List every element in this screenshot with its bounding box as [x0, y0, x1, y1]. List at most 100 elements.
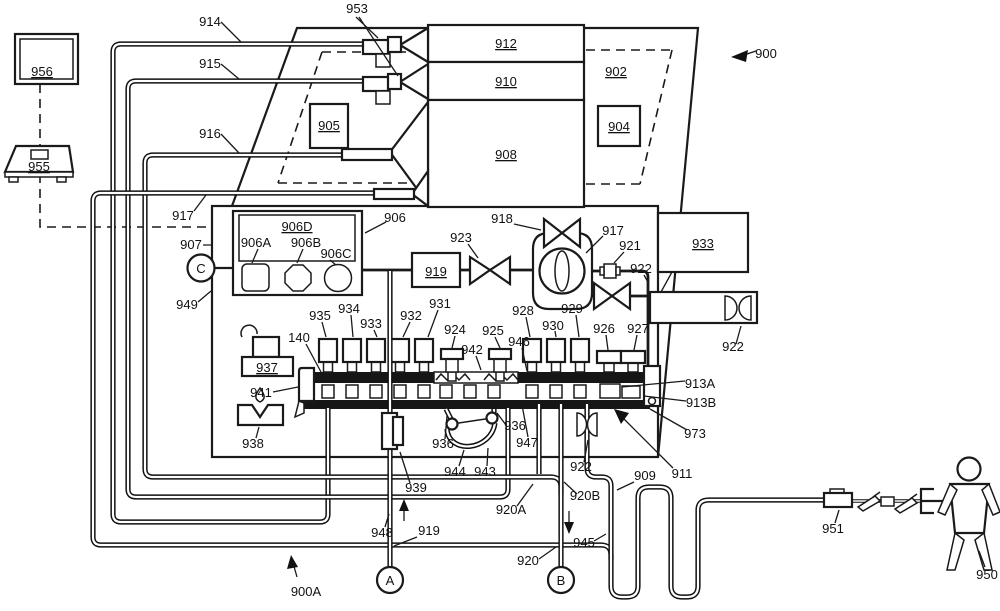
- manifold-endcap-left-941: [297, 366, 316, 403]
- hanger-base: [240, 355, 295, 378]
- label-908: 908: [495, 147, 517, 162]
- air-detector-922: [576, 412, 598, 437]
- patient-arm-left: [937, 482, 958, 516]
- valve-925: [487, 347, 513, 361]
- reference-labels: 914 915 916 917 907 949 953 900 900A 956…: [28, 1, 998, 599]
- label-917-line: 917: [172, 208, 194, 223]
- label-919-box: 919: [425, 264, 447, 279]
- box-910: [426, 60, 586, 102]
- label-948: 948: [371, 525, 393, 540]
- connector-951: [822, 488, 854, 509]
- arrow-900-icon: [731, 50, 748, 62]
- pump-lines: [362, 268, 650, 366]
- valve-932: [389, 337, 411, 364]
- inlet-funnels: [388, 26, 430, 209]
- label-920: 920: [517, 553, 539, 568]
- arrow-down-icon: [564, 522, 574, 534]
- label-936-right: 936: [504, 418, 526, 433]
- remote-monitor: [13, 32, 80, 86]
- funnel-908-upper: [388, 98, 430, 208]
- hanger-hook-icon: [240, 324, 258, 338]
- label-942: 942: [461, 342, 483, 357]
- label-906a: 906A: [241, 235, 272, 250]
- label-919-line: 919: [418, 523, 440, 538]
- label-922-detector: 922: [570, 459, 592, 474]
- scale-foot-left: [8, 176, 19, 183]
- box-933-group: [648, 211, 759, 325]
- plunger-valves: [439, 347, 513, 382]
- label-929: 929: [561, 301, 583, 316]
- label-906c: 906C: [320, 246, 351, 261]
- detector-lens-right-icon: [738, 295, 752, 321]
- label-947: 947: [516, 435, 538, 450]
- funnel-908-lower: [410, 167, 430, 209]
- port-c-circle: [186, 253, 216, 283]
- box-919: [410, 251, 462, 289]
- hanger-neck: [251, 335, 281, 359]
- funnel-910: [397, 61, 430, 101]
- detector-lens-left-icon: [724, 295, 738, 321]
- label-955: 955: [28, 159, 50, 174]
- module-913a: [599, 383, 621, 399]
- patient-head: [956, 456, 982, 482]
- tubing: [90, 41, 921, 600]
- label-915: 915: [199, 56, 221, 71]
- label-973: 973: [684, 426, 706, 441]
- label-902: 902: [605, 64, 627, 79]
- valve-924: [439, 347, 465, 361]
- label-945: 945: [573, 535, 595, 550]
- label-904: 904: [608, 119, 630, 134]
- box-933-link: [660, 271, 673, 293]
- label-928: 928: [512, 303, 534, 318]
- label-921: 921: [619, 238, 641, 253]
- label-port-a: A: [386, 573, 395, 588]
- label-938: 938: [242, 436, 264, 451]
- fitting-921: [599, 263, 621, 279]
- pump-rotor-vane: [554, 250, 570, 292]
- fitting-916: [340, 147, 394, 162]
- weight-scale: [3, 144, 75, 183]
- control-panel: [215, 209, 364, 297]
- valve-930: [545, 337, 567, 364]
- funnel-912: [397, 26, 430, 64]
- label-917-pump: 917: [602, 223, 624, 238]
- valve-931: [413, 337, 435, 364]
- trap-float-left: [445, 417, 459, 431]
- flow-arrows: [287, 50, 757, 578]
- short-valves: [595, 349, 647, 373]
- drain-938: [236, 386, 285, 427]
- valve-918-icon: [542, 216, 582, 250]
- label-906: 906: [384, 210, 406, 225]
- scale-foot-right: [56, 176, 67, 183]
- scale-display: [30, 149, 49, 160]
- patient-figure: [937, 456, 1000, 571]
- manifold-rail-left: [314, 372, 434, 383]
- valve-923-icon: [468, 254, 512, 287]
- label-944: 944: [444, 464, 466, 479]
- label-920a: 920A: [496, 502, 527, 517]
- patient-arm-right: [981, 482, 1000, 516]
- endcap-pin: [647, 396, 657, 406]
- label-914: 914: [199, 14, 221, 29]
- arrow-up-icon: [399, 499, 409, 511]
- label-port-c: C: [196, 261, 205, 276]
- panel-906d: [238, 214, 356, 262]
- label-913a: 913A: [685, 376, 716, 391]
- manifold-bottom-band: [300, 400, 650, 409]
- valve-929: [569, 337, 591, 364]
- valve-926: [595, 349, 623, 365]
- label-924: 924: [444, 322, 466, 337]
- valve-935: [317, 337, 339, 364]
- port-b-circle: [546, 565, 576, 595]
- pinch-valve-939: [380, 411, 405, 451]
- label-946: 946: [508, 334, 530, 349]
- patient-leg-left: [946, 531, 965, 571]
- connectors-953: [340, 35, 416, 201]
- label-949: 949: [176, 297, 198, 312]
- valve-934: [341, 337, 363, 364]
- label-926: 926: [593, 321, 615, 336]
- label-913b: 913B: [686, 395, 716, 410]
- label-932: 932: [400, 308, 422, 323]
- manifold-port-stubs: [321, 384, 587, 399]
